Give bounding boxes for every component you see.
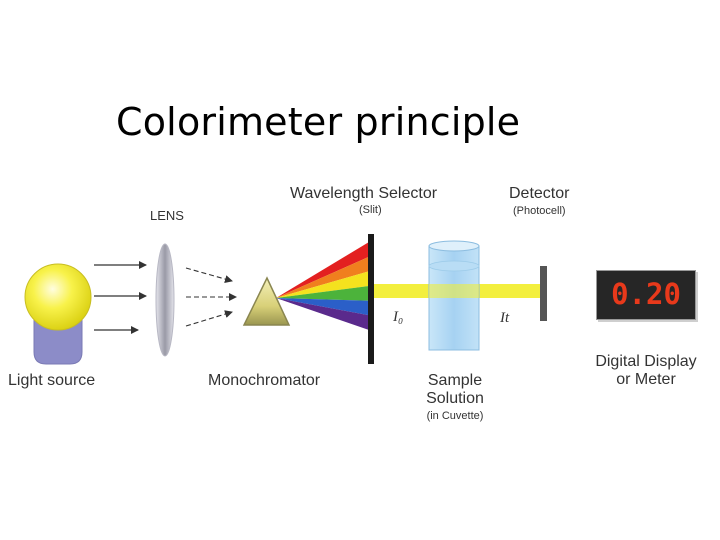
spectrum-band [276,286,369,301]
detector-label: Detector [509,185,570,202]
wavelength-selector-label: Wavelength Selector [290,185,438,202]
slit [368,234,374,364]
spectrum-band [276,271,369,298]
display-reading: 0.20 [611,277,681,311]
monochromator-label: Monochromator [208,372,321,389]
light-source-label: Light source [8,372,96,389]
bulb [24,263,92,331]
page-title: Colorimeter principle [116,100,521,144]
digital-display: 0.20 [596,270,696,320]
photocell-label: (Photocell) [513,205,566,217]
transmitted-intensity-label: It [499,310,510,326]
display-label: Digital Display or Meter [584,353,708,389]
display-label-line1: Digital Display [595,353,697,370]
light-source [24,263,92,365]
display-label-line2: or Meter [616,371,676,388]
cuvette-label: (in Cuvette) [426,410,484,422]
cuvette [428,240,480,351]
lens [155,243,175,357]
converging-rays [185,267,237,327]
sample-label: Sample Solution (in Cuvette) [410,372,500,422]
bulb-base [33,317,83,365]
sample-label-line1: Sample [427,372,483,389]
detector-plate [540,266,547,321]
spectrum-band [276,242,369,298]
prism [242,276,291,326]
input-rays [94,261,147,334]
incident-intensity-label: I₀ [392,309,403,325]
spectrum-band [276,256,369,298]
spectrum-fan [276,242,369,330]
sample-label-line2: Solution [426,390,484,407]
slit-label: (Slit) [359,204,382,216]
spectrum-band [276,298,369,330]
lens-label: LENS [150,208,184,223]
